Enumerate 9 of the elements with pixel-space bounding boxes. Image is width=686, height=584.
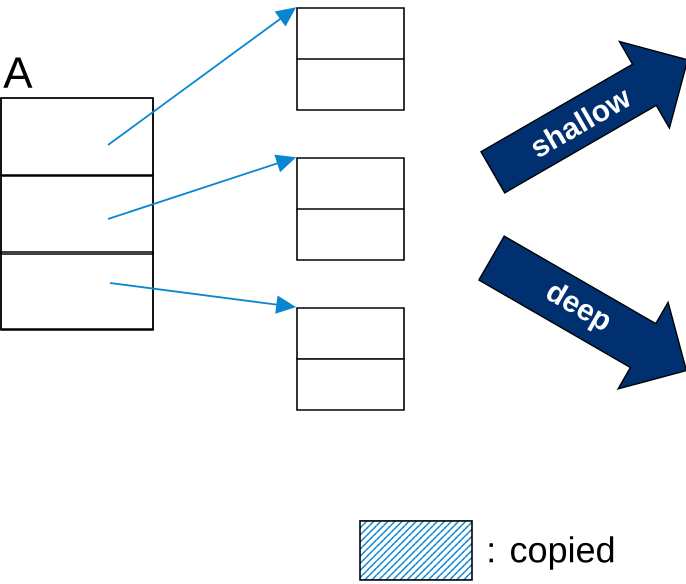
object-box [296, 157, 405, 261]
node-label: A [3, 58, 32, 88]
memory-cell [0, 97, 154, 176]
memory-cell [0, 175, 154, 255]
object-box [296, 7, 405, 111]
array-box: A [0, 58, 154, 331]
memory-cell [0, 251, 154, 330]
legend-label: : copied [490, 536, 614, 570]
object-box [296, 307, 405, 411]
